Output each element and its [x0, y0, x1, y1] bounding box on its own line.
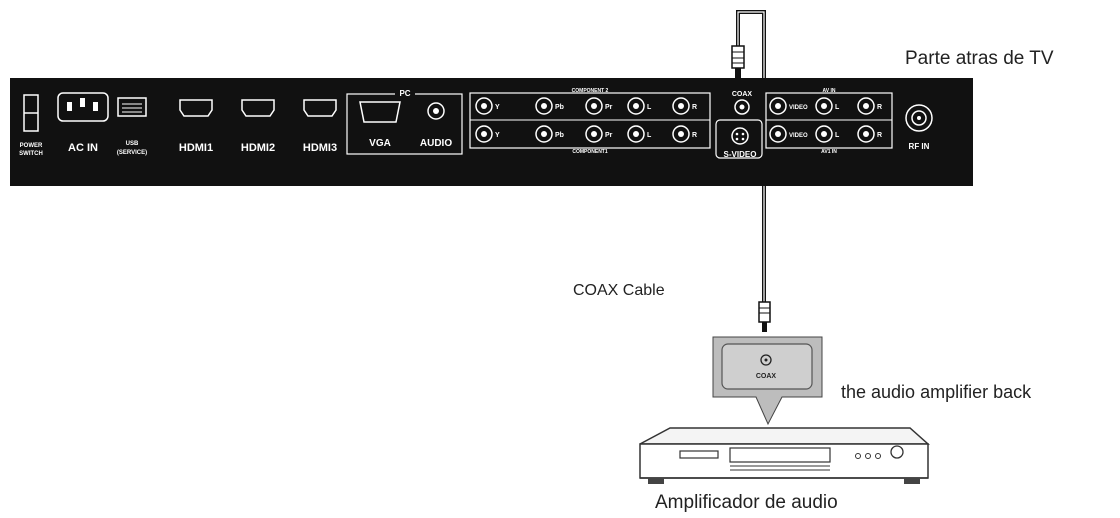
hdmi3-label: HDMI3 — [303, 142, 337, 154]
comp1-r-label: R — [692, 132, 697, 139]
av1-video-label: VIDEO — [789, 133, 808, 139]
av1-r-label: R — [877, 132, 882, 139]
hdmi1-port: HDMI1 — [179, 99, 213, 154]
av1-l-label: L — [835, 132, 840, 139]
rf-in-label: RF IN — [909, 142, 930, 151]
av2-video-label: VIDEO — [789, 105, 808, 111]
hdmi1-label: HDMI1 — [179, 142, 213, 154]
av-in-bottom-label: AV1 IN — [821, 149, 837, 155]
av-in-top-label: AV IN — [823, 88, 836, 94]
component2-label: COMPONENT 2 — [572, 88, 609, 94]
pc-group: PC VGA AUDIO — [346, 88, 463, 155]
svideo-port — [731, 127, 749, 145]
av2-r-label: R — [877, 104, 882, 111]
power-switch: POWER SWITCH — [19, 94, 43, 157]
hdmi3-port: HDMI3 — [303, 99, 337, 154]
amp-display — [679, 450, 719, 459]
pc-group-label: PC — [399, 89, 410, 98]
tv-back-panel: POWER SWITCH AC IN USB (SERVICE) HDMI1 — [10, 78, 973, 186]
component-group: COMPONENT 2 COMPONENT1 Y Pb Pr L R Y Pb … — [469, 88, 711, 155]
comp1-y-label: Y — [495, 132, 500, 139]
amplifier-coax-callout: COAX — [712, 336, 823, 426]
ac-in-port: AC IN — [57, 92, 109, 154]
vga-label: VGA — [369, 138, 391, 149]
coax-port — [734, 99, 750, 115]
coax-cable-label: COAX Cable — [573, 282, 665, 299]
comp2-l-label: L — [647, 104, 652, 111]
hdmi2-port: HDMI2 — [241, 99, 275, 154]
hdmi2-label: HDMI2 — [241, 142, 275, 154]
power-switch-label-2: SWITCH — [19, 151, 43, 157]
comp2-pb-label: Pb — [555, 104, 564, 111]
amp-coax-label: COAX — [756, 373, 777, 380]
component1-label: COMPONENT1 — [572, 149, 608, 155]
comp2-r-label: R — [692, 104, 697, 111]
svideo-label: S-VIDEO — [724, 150, 757, 159]
comp1-pb-label: Pb — [555, 132, 564, 139]
amplifier-label: Amplificador de audio — [655, 492, 838, 513]
coax-svideo-group: COAX S-VIDEO — [715, 91, 763, 159]
coax-port-label: COAX — [732, 91, 753, 98]
tv-back-label: Parte atras de TV — [905, 48, 1054, 69]
audio-amplifier-device — [639, 427, 930, 484]
amp-volume-knob — [890, 445, 904, 459]
amp-disc-tray — [729, 447, 831, 463]
av2-l-label: L — [835, 104, 840, 111]
rf-in-port: RF IN — [905, 104, 933, 151]
usb-label-1: USB — [126, 141, 139, 147]
comp1-pr-label: Pr — [605, 132, 613, 139]
comp2-pr-label: Pr — [605, 104, 613, 111]
vga-port — [359, 101, 401, 123]
comp2-y-label: Y — [495, 104, 500, 111]
usb-label-2: (SERVICE) — [117, 150, 147, 156]
amp-coax-jack — [760, 354, 772, 366]
usb-port: USB (SERVICE) — [117, 97, 147, 156]
amplifier-back-label: the audio amplifier back — [841, 382, 1032, 402]
av-in-group: AV IN AV1 IN VIDEO L R VIDEO L R — [765, 88, 893, 155]
audio-jack — [427, 102, 445, 120]
power-switch-label-1: POWER — [20, 143, 43, 149]
ac-in-label: AC IN — [68, 142, 98, 154]
audio-label: AUDIO — [420, 138, 452, 149]
comp1-l-label: L — [647, 132, 652, 139]
